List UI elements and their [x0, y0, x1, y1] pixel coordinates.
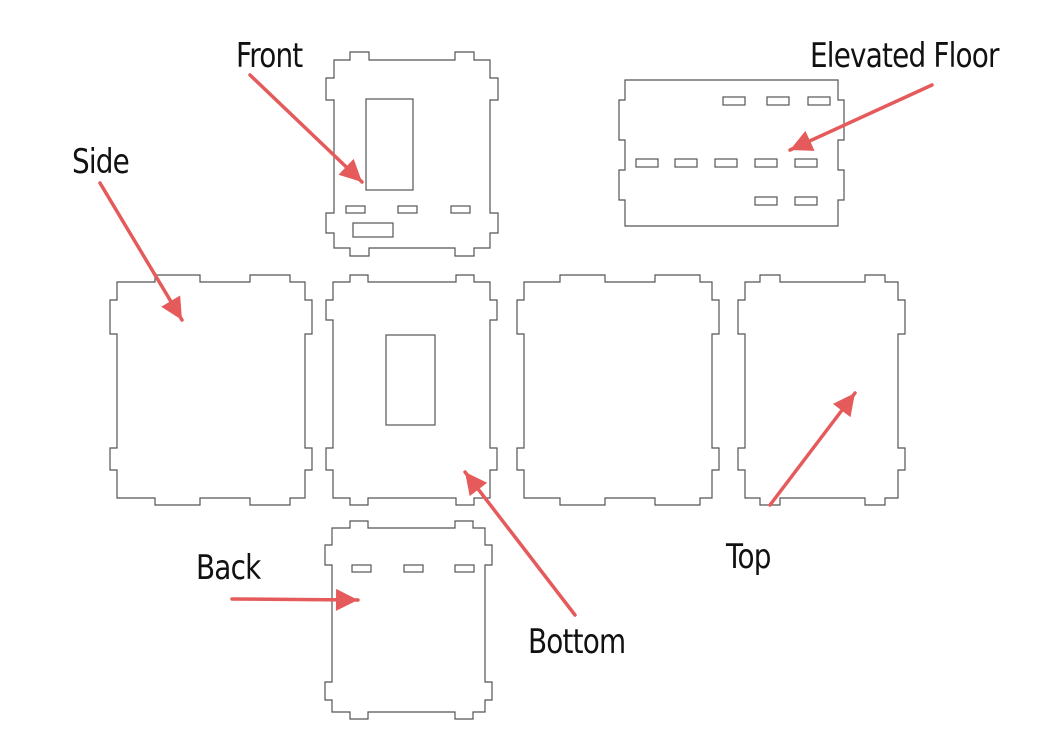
arrow-top — [768, 391, 857, 507]
label-top: Top — [726, 537, 771, 577]
back-slot — [403, 564, 424, 573]
arrow-bottom — [463, 470, 577, 617]
panel-front — [325, 51, 499, 257]
floor-slot — [794, 158, 818, 168]
floor-slot — [807, 96, 831, 106]
label-front: Front — [236, 36, 303, 76]
label-back: Back — [196, 548, 261, 588]
floor-slot — [754, 158, 778, 168]
bottom-window — [385, 334, 436, 426]
floor-slot — [766, 96, 790, 106]
arrow-front — [248, 73, 364, 184]
floor-slot — [722, 96, 746, 106]
back-slot — [454, 564, 475, 573]
arrow-side-head — [161, 295, 182, 320]
panel-middle — [516, 274, 720, 506]
floor-slot — [674, 158, 698, 168]
arrow-top-head — [832, 393, 855, 418]
label-bottom: Bottom — [528, 622, 626, 662]
arrow-back-head — [335, 588, 358, 611]
panel-elevated-floor — [618, 79, 845, 227]
floor-slot — [754, 196, 778, 206]
floor-slot — [714, 158, 738, 168]
front-slot — [397, 205, 418, 214]
label-side: Side — [72, 142, 130, 182]
panel-back — [324, 520, 493, 720]
back-slot — [351, 564, 372, 573]
label-elevated-floor: Elevated Floor — [810, 36, 999, 76]
floor-slot — [635, 158, 659, 168]
front-window — [365, 98, 414, 191]
front-slot — [450, 205, 471, 214]
arrow-elevated-floor-head — [790, 130, 815, 151]
front-slot — [345, 205, 366, 214]
arrow-side — [98, 181, 184, 322]
floor-slot — [794, 196, 818, 206]
front-port — [352, 222, 394, 238]
panel-top — [737, 274, 906, 506]
arrow-bottom-head — [465, 472, 488, 497]
panel-side — [109, 274, 313, 506]
arrow-elevated-floor — [788, 83, 934, 152]
panel-bottom — [325, 274, 498, 506]
arrow-front-head — [338, 158, 362, 182]
